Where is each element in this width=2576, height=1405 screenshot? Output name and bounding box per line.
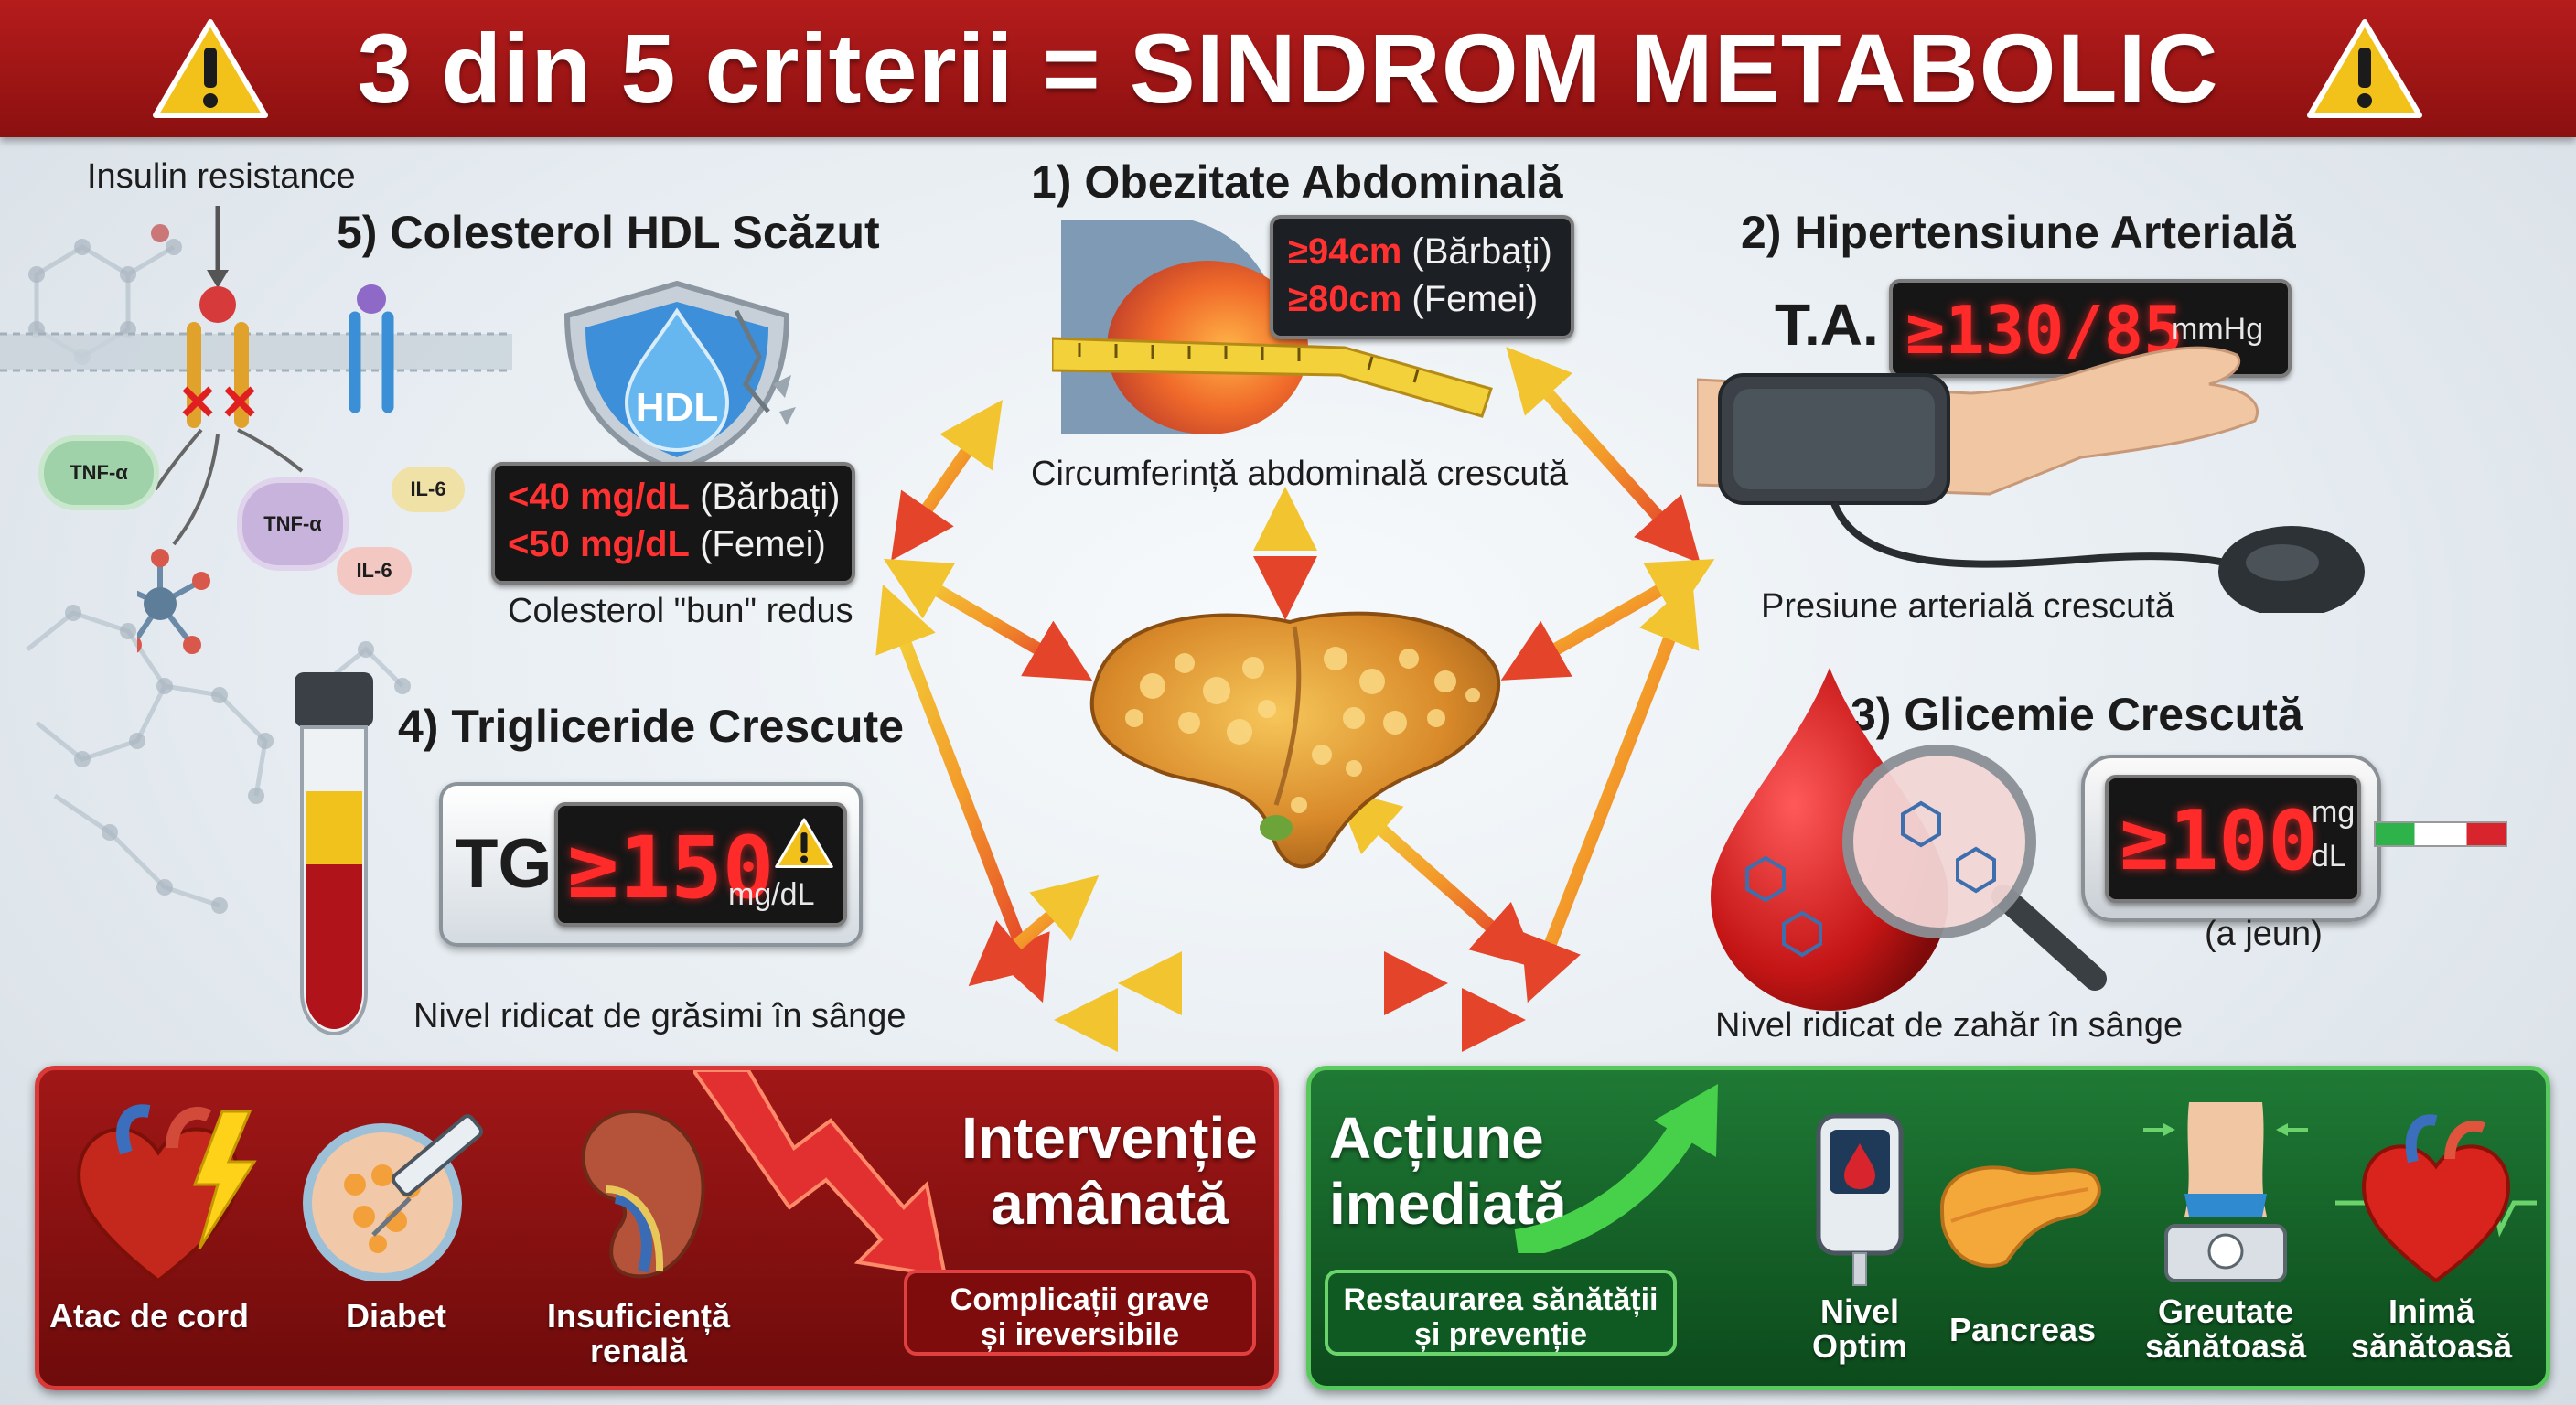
glucometer-device: ≥100 mg dL xyxy=(2081,755,2381,922)
zigzag-down-arrow-icon xyxy=(693,1070,948,1279)
insulin-resistance-label: Insulin resistance xyxy=(87,157,356,196)
triglycerides-panel: TG ≥150 mg/dL xyxy=(439,782,863,947)
glycemia-display: ≥100 mg dL xyxy=(2105,775,2361,903)
pancreas-syringe-icon xyxy=(303,1114,484,1281)
upward-arrow-icon xyxy=(1514,1084,1718,1253)
fatty-liver-illustration xyxy=(1089,611,1501,869)
criterion-hdl-title: 5) Colesterol HDL Scăzut xyxy=(337,207,880,258)
svg-text:HDL: HDL xyxy=(636,385,718,430)
criterion-triglycerides-caption: Nivel ridicat de grăsimi în sânge xyxy=(413,997,907,1035)
delayed-item-2-label: Diabet xyxy=(345,1297,447,1335)
criterion-hypertension-caption: Presiune arterială crescută xyxy=(1761,587,2174,626)
insulin-receptor-diagram xyxy=(137,206,394,654)
healthy-heart-icon xyxy=(2335,1114,2537,1283)
il6-badge-2: IL-6 xyxy=(337,547,412,595)
triglycerides-display: ≥150 mg/dL xyxy=(554,802,847,927)
pancreas-icon xyxy=(1939,1165,2101,1268)
heart-lightning-icon xyxy=(77,1104,257,1283)
warning-icon-left xyxy=(153,19,268,118)
kidney-icon xyxy=(581,1109,705,1279)
header-banner xyxy=(0,0,2576,137)
glycemia-fasting-note: (a jeun) xyxy=(2205,915,2323,953)
criterion-glycemia-title: 3) Glicemie Crescută xyxy=(1851,689,2303,740)
criterion-triglycerides-title: 4) Trigliceride Crescute xyxy=(398,701,905,752)
tnf-alpha-badge-2: TNF-α xyxy=(242,483,343,565)
il6-badge: IL-6 xyxy=(392,467,465,512)
delayed-item-1-label: Atac de cord xyxy=(48,1297,250,1335)
triglycerides-warning-icon xyxy=(775,818,833,868)
obesity-threshold-display: ≥94cm (Bărbați) ≥80cm (Femei) xyxy=(1270,215,1574,339)
blood-pressure-cuff-illustration xyxy=(1697,346,2365,613)
hdl-shield-icon: HDL xyxy=(564,280,796,475)
blood-drop-magnifier-illustration xyxy=(1711,668,2107,1011)
ta-label: T.A. xyxy=(1775,292,1879,358)
hdl-threshold-display: <40 mg/dL (Bărbați) <50 mg/dL (Femei) xyxy=(491,462,855,585)
warning-icon-right xyxy=(2307,19,2422,118)
tnf-alpha-badge: TNF-α xyxy=(44,441,154,505)
criterion-obesity-title: 1) Obezitate Abdominală xyxy=(1031,156,1563,208)
page-title: 3 din 5 criterii = SINDROM METABOLIC xyxy=(357,13,2219,123)
scale-waist-icon xyxy=(2143,1102,2308,1282)
immediate-item-2-label: Pancreas xyxy=(1948,1311,2097,1348)
blood-tube-illustration xyxy=(295,672,373,1036)
test-strip xyxy=(2374,821,2507,847)
criterion-hypertension-title: 2) Hipertensiune Arterială xyxy=(1741,207,2296,258)
criterion-obesity-caption: Circumferință abdominală crescută xyxy=(1031,455,1569,493)
glucometer-icon xyxy=(1816,1113,1904,1286)
abdomen-tape-illustration xyxy=(1052,220,1493,434)
criterion-glycemia-caption: Nivel ridicat de zahăr în sânge xyxy=(1715,1006,2184,1045)
criterion-hdl-caption: Colesterol "bun" redus xyxy=(508,592,853,630)
connection-arrows xyxy=(875,347,1715,1052)
